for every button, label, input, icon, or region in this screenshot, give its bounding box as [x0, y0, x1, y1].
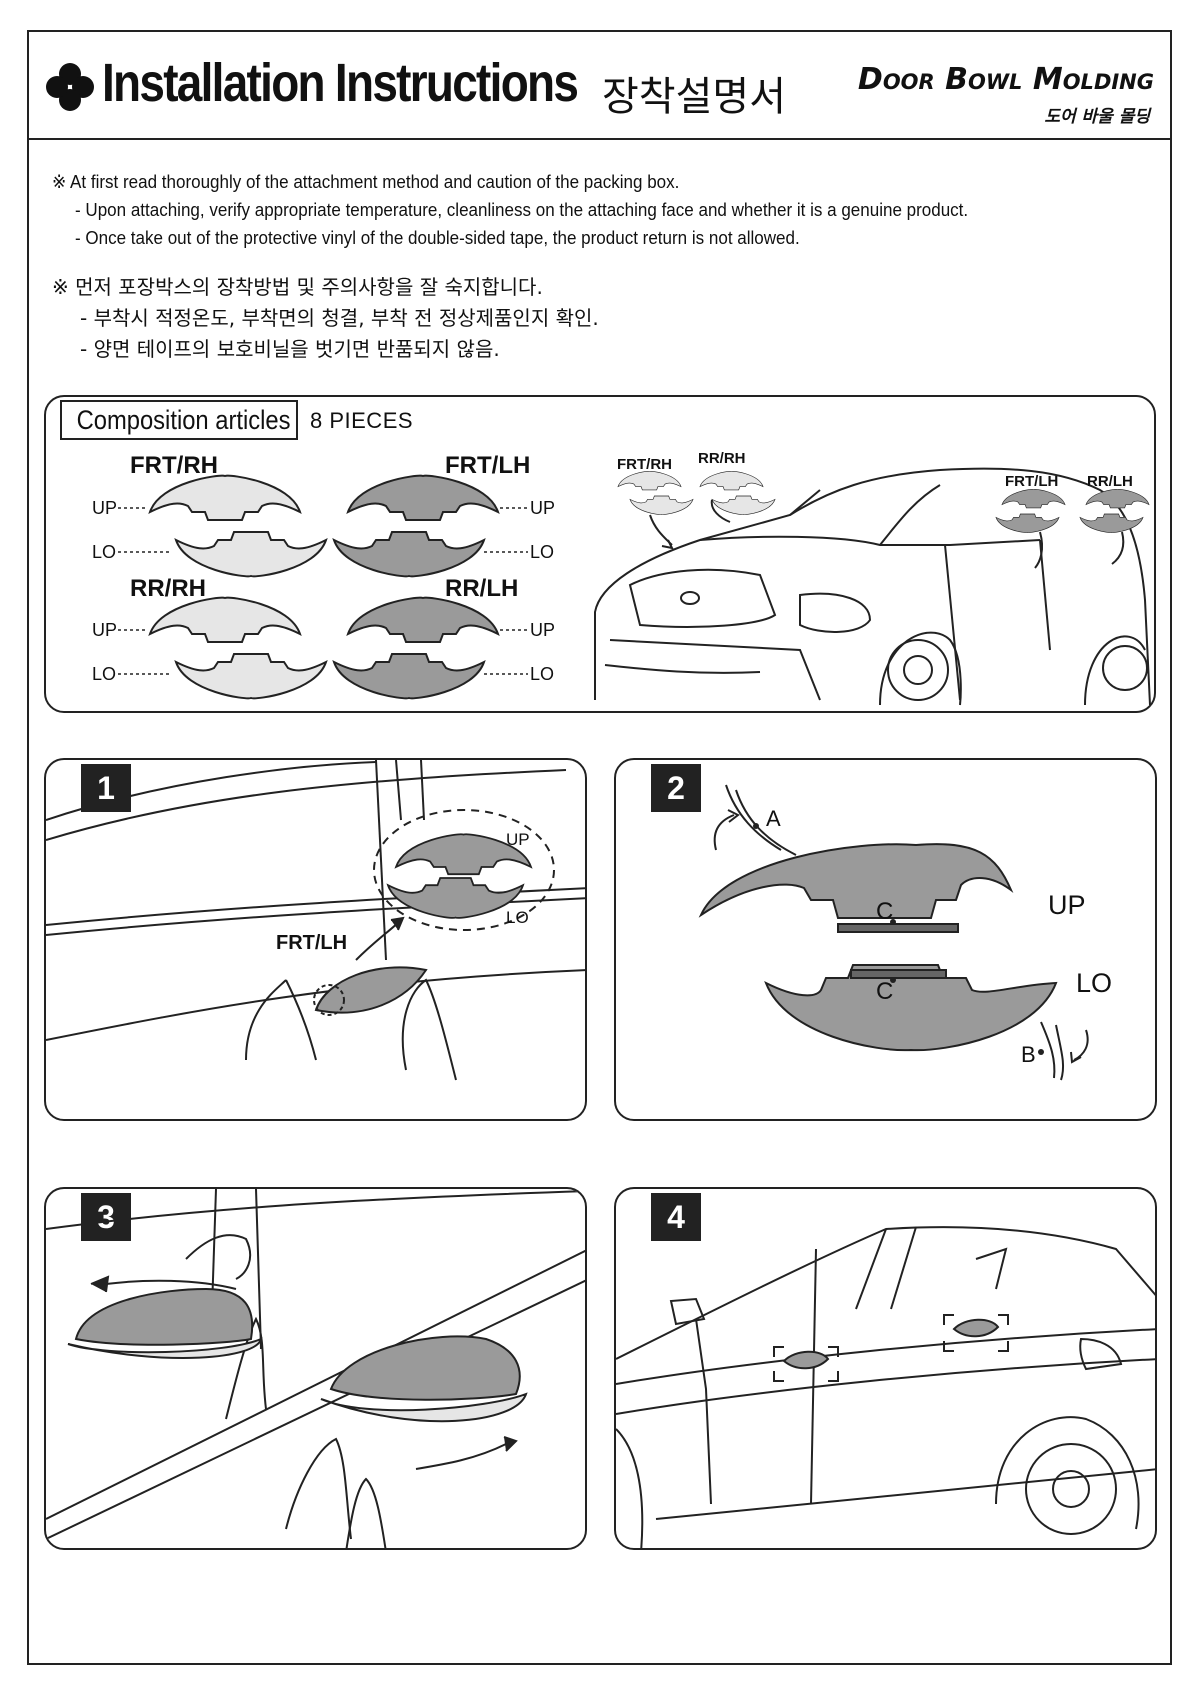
note-main: ※ At first read thoroughly of the attach… [52, 171, 680, 192]
composition-count: 8 PIECES [310, 408, 414, 433]
group-label-rr-rh: RR/RH [130, 575, 206, 602]
step-1-up-label: UP [506, 830, 530, 849]
step-2-label-c-lower: C [876, 978, 894, 1005]
page-title: Installation Instructions [102, 53, 579, 113]
group-label-rr-lh: RR/LH [445, 575, 519, 602]
step-1-lo-label: LO [506, 908, 529, 927]
lo-label: LO [92, 542, 117, 562]
up-label: UP [530, 620, 556, 640]
note-ko-sub-2: - 양면 테이프의 보호비닐을 벗기면 반품되지 않음. [80, 337, 500, 361]
car-label-frt-lh: FRT/LH [1005, 473, 1059, 490]
step-number: 4 [651, 1193, 701, 1241]
note-ko-sub-1: - 부착시 적정온도, 부착면의 청결, 부착 전 정상제품인지 확인. [80, 306, 599, 330]
step-2-label-c-upper: C [876, 898, 894, 925]
step-number: 2 [651, 764, 701, 812]
group-label-frt-rh: FRT/RH [130, 452, 218, 479]
step-2-up-label: UP [1048, 890, 1086, 920]
up-label: UP [530, 498, 556, 518]
step-3-illustration [46, 1189, 585, 1548]
step-4-illustration [616, 1226, 1155, 1548]
clover-icon [46, 63, 94, 111]
step-1-part-label: FRT/LH [276, 932, 348, 954]
car-label-frt-rh: FRT/RH [617, 456, 672, 473]
lo-label: LO [530, 542, 555, 562]
up-label: UP [92, 498, 118, 518]
step-1-illustration [46, 760, 585, 1081]
notes-english: ※ At first read thoroughly of the attach… [52, 168, 1152, 252]
step-number: 1 [81, 764, 131, 812]
car-label-rr-lh: RR/LH [1087, 473, 1133, 490]
product-name-ko: 도어 바울 몰딩 [1044, 107, 1150, 127]
placement-markers [773, 1314, 1009, 1382]
step-2-lo-label: LO [1076, 968, 1113, 998]
step-3-panel: 3 [44, 1187, 587, 1550]
note-sub-2: - Once take out of the protective vinyl … [75, 227, 800, 248]
composition-panel [44, 395, 1156, 713]
lo-label: LO [530, 664, 555, 684]
page-title-ko: 장착설명서 [602, 74, 786, 120]
composition-label: Composition articles [60, 400, 298, 440]
car-label-rr-rh: RR/RH [698, 450, 746, 467]
note-ko-main: ※ 먼저 포장박스의 장착방법 및 주의사항을 잘 숙지합니다. [52, 275, 543, 299]
page-frame [27, 30, 1172, 1665]
step-2-illustration [698, 784, 1089, 1081]
note-sub-1: - Upon attaching, verify appropriate tem… [75, 199, 969, 220]
step-2-label-b: B [1021, 1042, 1036, 1067]
header: Installation Instructions 장착설명서 Door Bow… [27, 30, 1172, 140]
group-label-frt-lh: FRT/LH [445, 452, 531, 479]
step-1-panel: 1 FRT/LH UP LO [44, 758, 587, 1121]
step-2-label-a: A [766, 806, 781, 831]
step-4-panel: 4 [614, 1187, 1157, 1550]
notes-korean: ※ 먼저 포장박스의 장착방법 및 주의사항을 잘 숙지합니다. - 부착시 적… [52, 272, 1152, 365]
product-name: Door Bowl Molding [857, 62, 1154, 97]
step-2-panel: 2 A B C C UP LO [614, 758, 1157, 1121]
up-label: UP [92, 620, 118, 640]
lo-label: LO [92, 664, 117, 684]
step-number: 3 [81, 1193, 131, 1241]
